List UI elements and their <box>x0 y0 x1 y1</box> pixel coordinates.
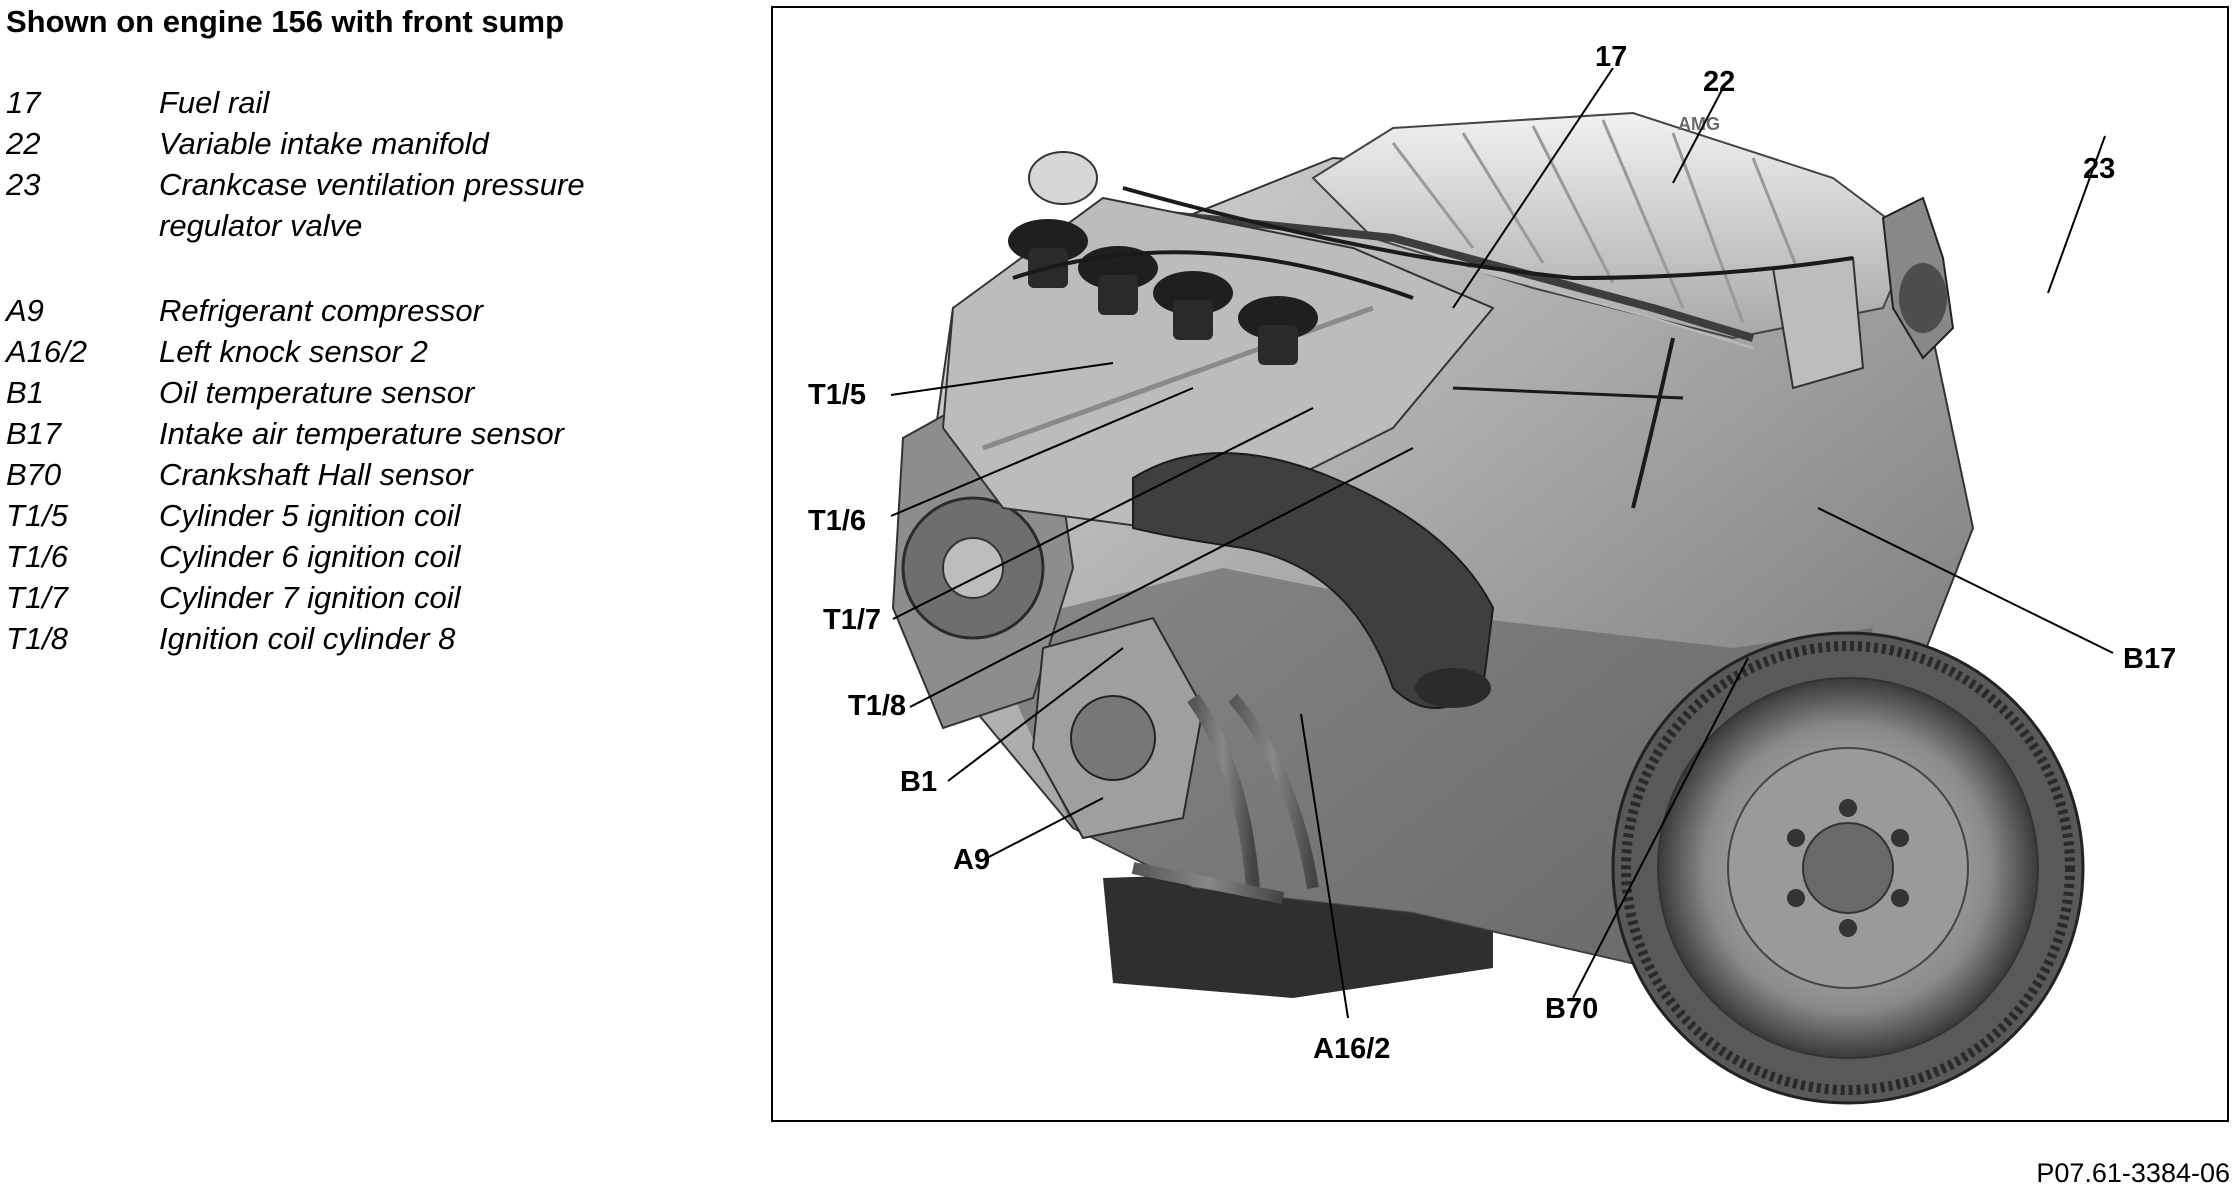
legend-row: B17 Intake air temperature sensor <box>6 413 629 454</box>
callout-23: 23 <box>2083 153 2115 185</box>
legend-code: T1/5 <box>6 498 69 533</box>
legend-code: A9 <box>6 293 44 328</box>
legend-row: B1 Oil temperature sensor <box>6 372 629 413</box>
engine-illustration: AMG <box>808 41 2176 1105</box>
ignition-coil-t1-7 <box>1153 271 1233 340</box>
legend-group-components: 17 Fuel rail 22 Variable intake manifold 23 C… <box>6 82 629 246</box>
crankcase-breather <box>1771 196 1955 390</box>
legend-description: Cylinder 7 ignition coil <box>159 580 461 615</box>
callout-t1-8: T1/8 <box>848 690 906 722</box>
callout-22: 22 <box>1703 66 1735 98</box>
legend-description: Refrigerant compressor <box>159 293 483 328</box>
legend-row: T1/7 Cylinder 7 ignition coil <box>6 577 629 618</box>
legend-description: Crankcase ventilation pressure regulator… <box>159 167 585 243</box>
legend-row: A16/2 Left knock sensor 2 <box>6 331 629 372</box>
callout-b70: B70 <box>1545 993 1598 1025</box>
callout-b1: B1 <box>900 766 937 798</box>
legend-code: 17 <box>6 85 41 120</box>
callout-t1-7: T1/7 <box>823 604 881 636</box>
callout-a16-2: A16/2 <box>1313 1033 1390 1065</box>
legend-code: 22 <box>6 126 41 161</box>
legend-code: B17 <box>6 416 62 451</box>
callout-a9: A9 <box>953 844 990 876</box>
exhaust-manifold <box>1132 452 1495 709</box>
legend-code: 23 <box>6 167 41 202</box>
ignition-coil-t1-8 <box>1238 296 1318 365</box>
engine-figure-frame: AMG <box>771 6 2229 1122</box>
legend-description: Oil temperature sensor <box>159 375 475 410</box>
callout-t1-5: T1/5 <box>808 379 866 411</box>
amg-badge: AMG <box>1678 114 1720 134</box>
legend-description: Cylinder 6 ignition coil <box>159 539 461 574</box>
legend-row: T1/6 Cylinder 6 ignition coil <box>6 536 629 577</box>
figure-reference-number: P07.61-3384-06 <box>2036 1158 2230 1188</box>
legend-code: A16/2 <box>6 334 88 369</box>
legend-code: B1 <box>6 375 44 410</box>
legend-description: Intake air temperature sensor <box>159 416 564 451</box>
legend-row: B70 Crankshaft Hall sensor <box>6 454 629 495</box>
legend-code: T1/6 <box>6 539 69 574</box>
callout-b17: B17 <box>2123 643 2176 675</box>
legend-code: T1/7 <box>6 580 69 615</box>
legend-row: 17 Fuel rail <box>6 82 629 123</box>
legend-row: T1/5 Cylinder 5 ignition coil <box>6 495 629 536</box>
ignition-coil-t1-5 <box>1008 219 1088 288</box>
legend-row: 22 Variable intake manifold <box>6 123 629 164</box>
callout-17: 17 <box>1595 41 1627 73</box>
legend-description: Crankshaft Hall sensor <box>159 457 473 492</box>
callout-t1-6: T1/6 <box>808 505 866 537</box>
legend-row: A9 Refrigerant compressor <box>6 290 629 331</box>
legend-code: T1/8 <box>6 621 69 656</box>
leader-lines <box>890 67 2114 1019</box>
legend-description: Ignition coil cylinder 8 <box>159 621 456 656</box>
legend-code: B70 <box>6 457 62 492</box>
legend-description: Cylinder 5 ignition coil <box>159 498 461 533</box>
flywheel <box>1611 631 2085 1105</box>
legend-row: 23 Crankcase ventilation pressure regulat… <box>6 164 629 246</box>
legend-description: Variable intake manifold <box>159 126 489 161</box>
page-title: Shown on engine 156 with front sump <box>6 4 565 39</box>
legend-description: Left knock sensor 2 <box>159 334 428 369</box>
legend-row: T1/8 Ignition coil cylinder 8 <box>6 618 629 659</box>
legend-description: Fuel rail <box>159 85 270 120</box>
wiring-harness <box>1122 186 1854 509</box>
cylinder-head-cover <box>941 151 1495 530</box>
